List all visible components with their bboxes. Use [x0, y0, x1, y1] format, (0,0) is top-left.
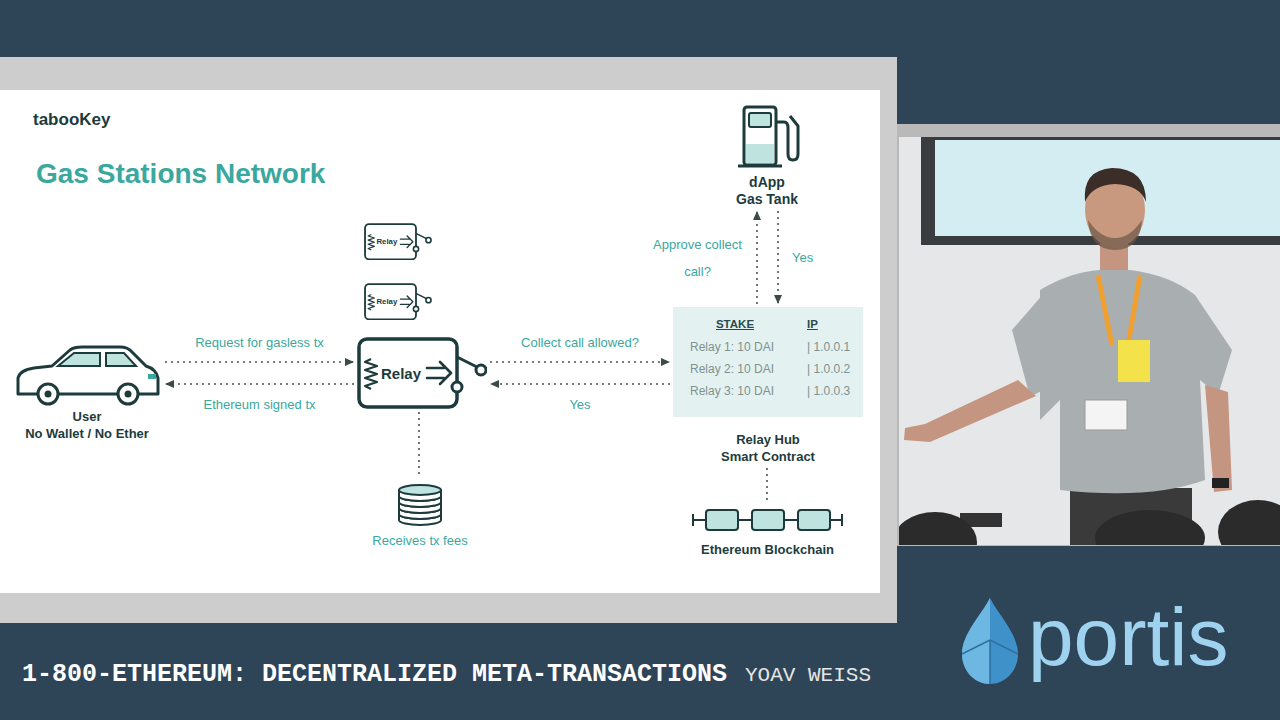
speaker-name: YOAV WEISS — [745, 663, 871, 689]
blockchain-node: Ethereum Blockchain — [690, 505, 845, 558]
lanyard — [1098, 275, 1140, 345]
table-cell: Relay 2: 10 DAI — [690, 362, 774, 376]
table-cell: STAKE — [716, 318, 754, 330]
audience-head — [899, 512, 977, 545]
dotted-connector — [777, 211, 779, 304]
logo-text: tabooKey — [33, 109, 110, 131]
watch — [1212, 478, 1229, 488]
relay-hub-node: STAKE IP Relay 1: 10 DAI | 1.0.0.1Relay 2: … — [673, 307, 863, 465]
blockchain-caption: Ethereum Blockchain — [690, 541, 845, 558]
beard — [1088, 220, 1142, 250]
table-cell: Relay 3: 10 DAI — [690, 384, 774, 398]
edge-label: Yes — [569, 396, 590, 413]
user-node: UserNo Wallet / No Ether — [12, 342, 162, 442]
slide — [0, 90, 880, 593]
portis-drop-logo — [962, 598, 1018, 684]
gas-tank-node: dApp Gas Tank — [722, 104, 812, 208]
edge-label: Request for gasless tx — [195, 334, 324, 351]
table-cell: IP — [807, 318, 818, 330]
video-frame — [897, 124, 1280, 546]
table-cell: | 1.0.0.2 — [807, 362, 850, 376]
user-caption: No Wallet / No Ether — [12, 425, 162, 442]
speaker-video — [899, 137, 1280, 545]
name-tag — [1085, 400, 1127, 430]
fee-node: Receives tx fees — [365, 478, 475, 549]
t-shirt — [1040, 270, 1232, 493]
edge-label: Yes — [792, 249, 813, 266]
edge-label: Approve collect call? — [650, 231, 745, 285]
chain-icon — [690, 505, 845, 535]
arm — [904, 380, 1036, 442]
brand-name: portis — [1028, 596, 1229, 678]
table-cell: | 1.0.0.1 — [807, 340, 850, 354]
dotted-connector — [165, 383, 354, 385]
gas-pump-icon — [722, 104, 812, 170]
coin-stack-icon — [370, 478, 470, 528]
edge-label: Ethereum signed tx — [203, 396, 315, 413]
relay-node: Relay — [364, 283, 432, 320]
relay-label: Relay — [381, 366, 421, 381]
arm — [1205, 385, 1232, 492]
car-icon — [12, 342, 162, 406]
sleeve — [1012, 292, 1062, 397]
audience-head — [1095, 510, 1205, 545]
relay-label: Relay — [376, 298, 397, 306]
slide-title: Gas Stations Network — [36, 157, 325, 191]
dotted-connector — [756, 211, 758, 304]
relay-node: Relay — [364, 223, 432, 260]
wall — [899, 137, 1280, 545]
relay-tag-shape — [364, 283, 432, 320]
dotted-connector — [490, 383, 670, 385]
relay-tag-shape — [364, 223, 432, 260]
dotted-connector — [165, 361, 354, 363]
talk-title: 1-800-ETHEREUM: DECENTRALIZED META-TRANS… — [22, 660, 727, 690]
hair — [1085, 168, 1146, 202]
badge — [1118, 340, 1150, 382]
dotted-connector — [418, 412, 420, 475]
user-caption: User — [12, 408, 162, 425]
edge-label: Collect call allowed? — [521, 334, 639, 351]
dotted-connector — [766, 468, 768, 502]
dotted-connector — [490, 361, 670, 363]
fee-caption: Receives tx fees — [365, 532, 475, 549]
hub-table-panel: STAKE IP Relay 1: 10 DAI | 1.0.0.1Relay 2: … — [673, 307, 863, 417]
hub-caption: Relay Hub Smart Contract — [719, 431, 818, 465]
relay-tag-shape — [357, 337, 487, 409]
table-cell: Relay 1: 10 DAI — [690, 340, 774, 354]
relay-node: Relay — [357, 337, 487, 409]
relay-label: Relay — [376, 238, 397, 246]
audience-head — [1218, 500, 1280, 545]
table-cell: | 1.0.0.3 — [807, 384, 850, 398]
gas-tank-caption: dApp Gas Tank — [735, 174, 800, 208]
slide-frame — [0, 57, 897, 623]
